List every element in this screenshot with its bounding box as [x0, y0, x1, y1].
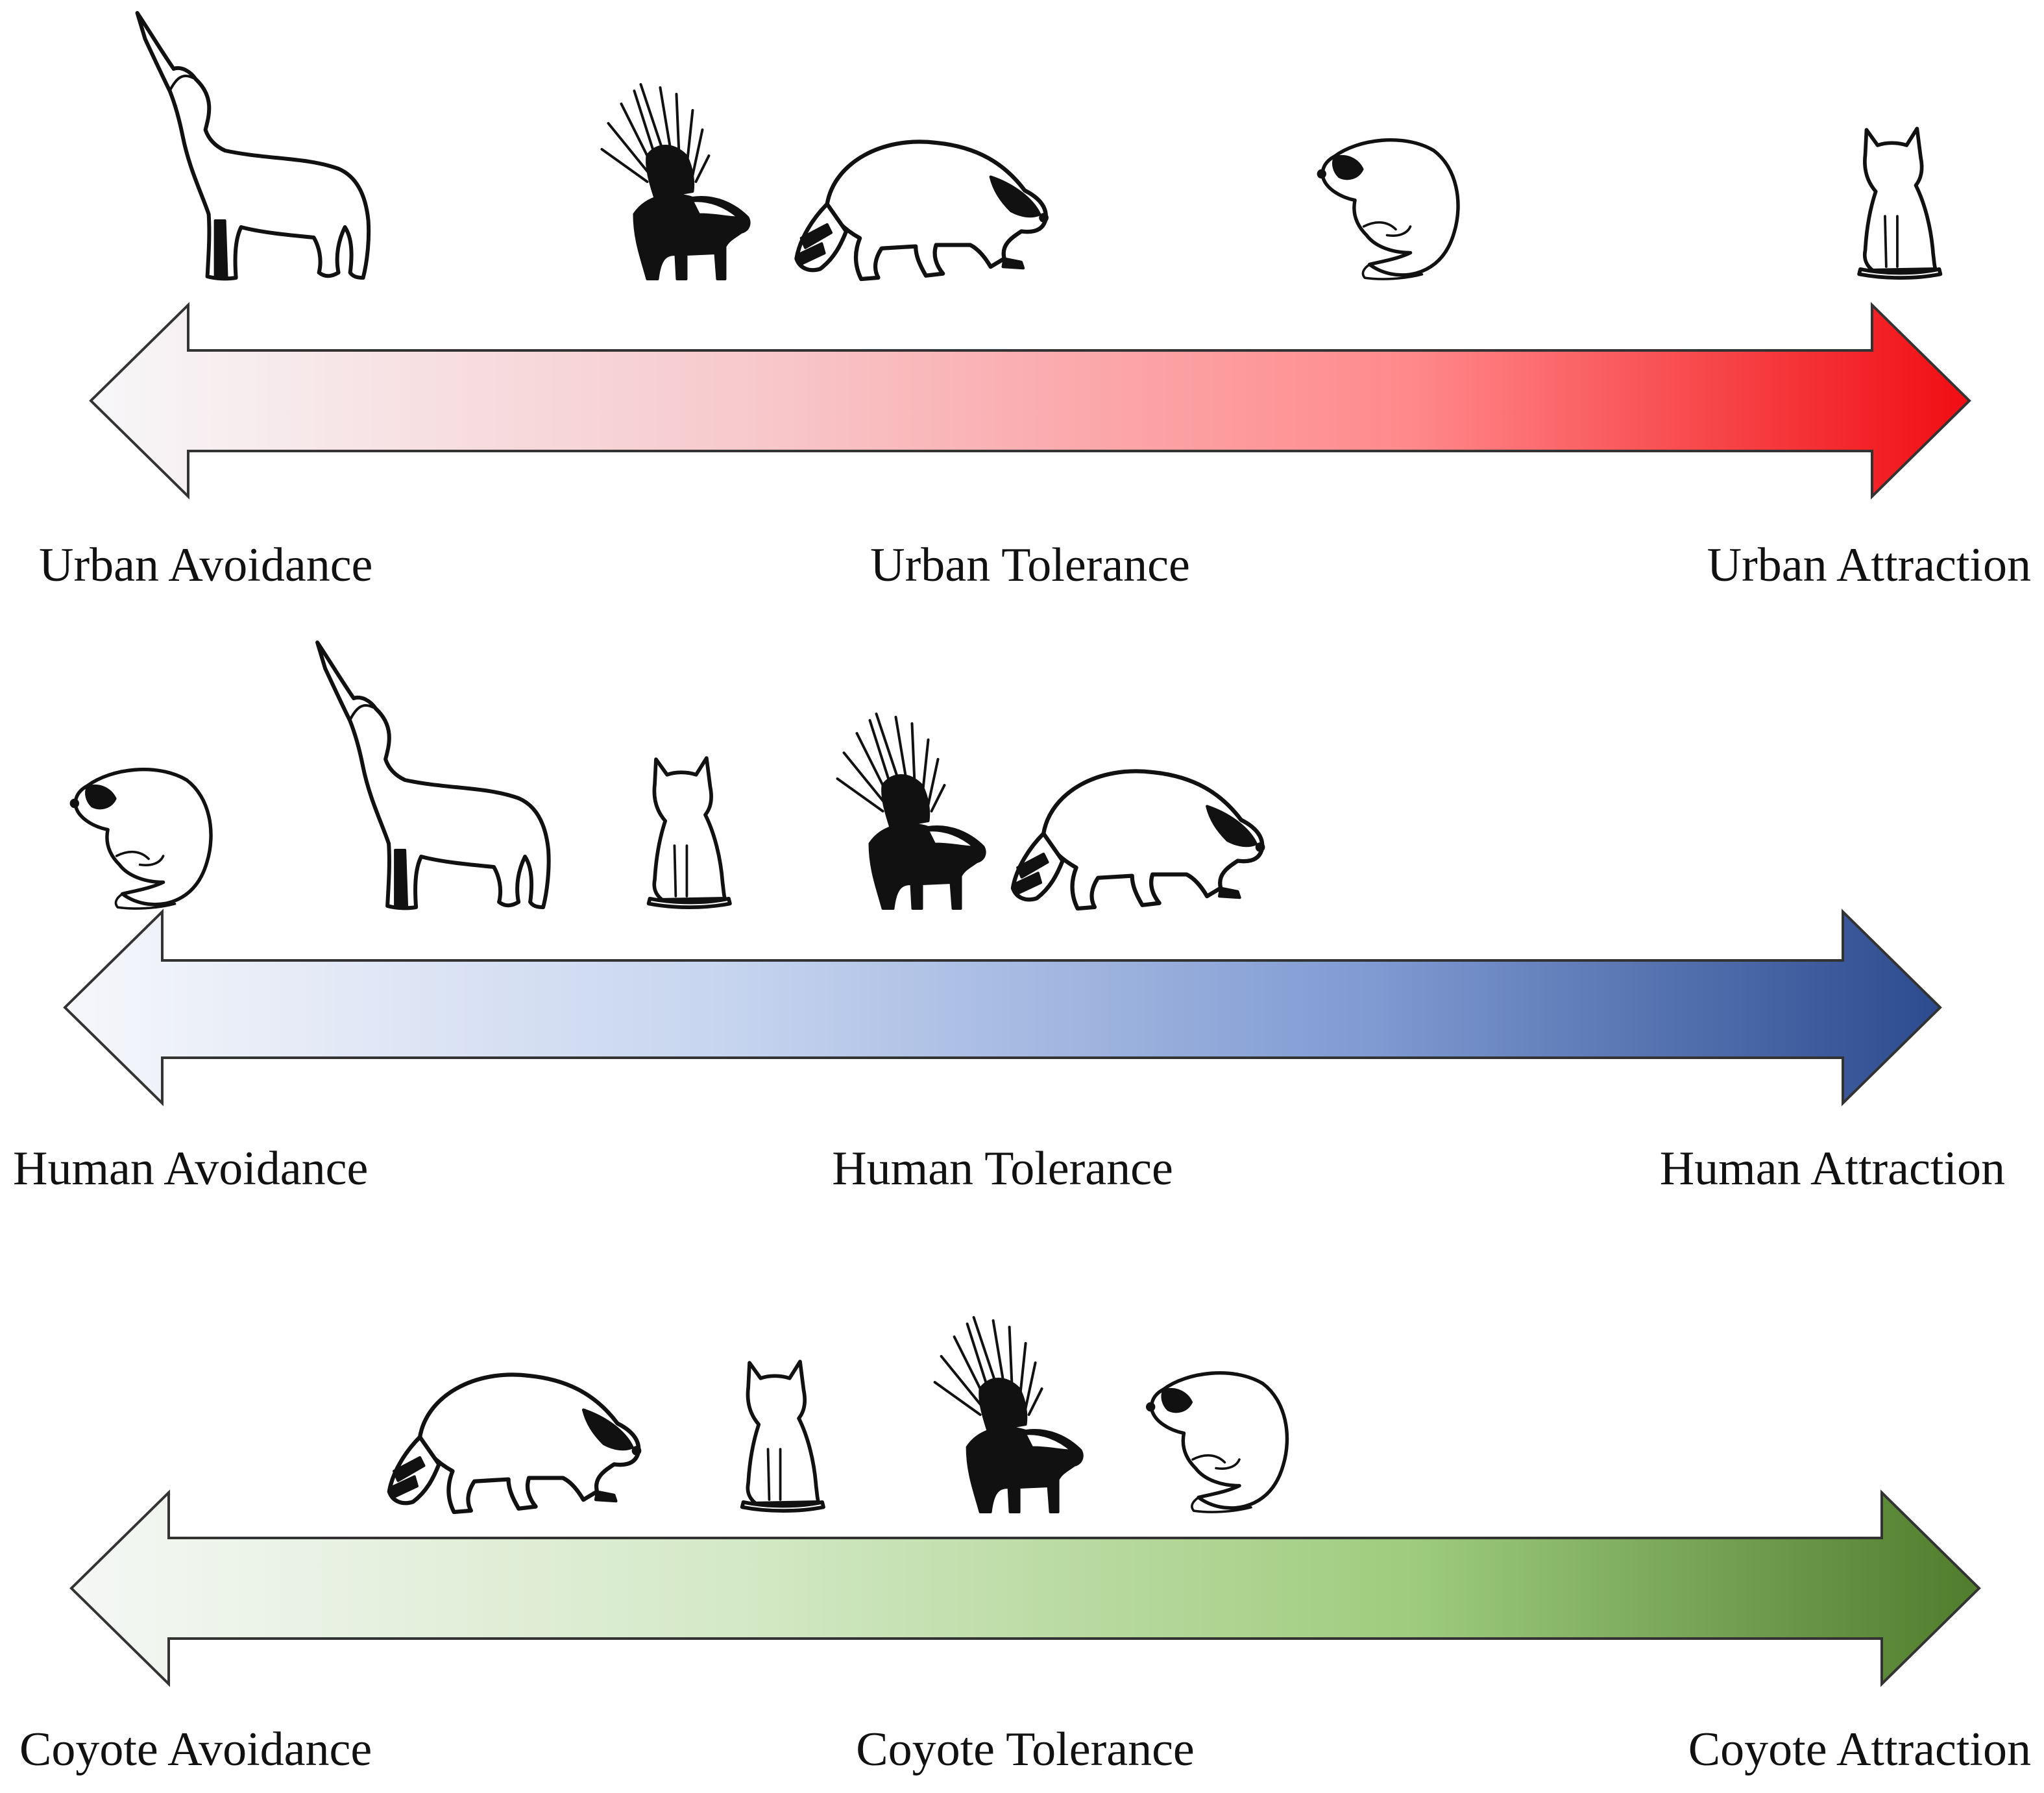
coyote-scale: Coyote Avoidance Coyote Tolerance Coyote A… — [19, 1316, 2031, 1776]
urban-label-right: Urban Attraction — [1707, 539, 2031, 592]
urban-gradient-arrow — [89, 302, 1971, 500]
coyote-gradient-arrow — [69, 1489, 1981, 1687]
coyote-label-left: Coyote Avoidance — [19, 1723, 372, 1776]
human-label-left: Human Avoidance — [13, 1142, 368, 1195]
raccoon-icon — [796, 141, 1049, 279]
urban-label-center: Urban Tolerance — [870, 539, 1190, 592]
human-gradient-arrow — [63, 909, 1942, 1106]
human-label-right: Human Attraction — [1660, 1142, 2005, 1195]
cat-icon — [742, 1361, 823, 1511]
human-label-center: Human Tolerance — [832, 1142, 1173, 1195]
coyote-label-right: Coyote Attraction — [1688, 1723, 2031, 1776]
raccoon-icon — [389, 1374, 642, 1512]
scales: Urban Avoidance Urban Tolerance Urban Attr… — [13, 13, 2031, 1776]
skunk-icon — [600, 83, 751, 280]
opossum-icon — [1146, 1373, 1287, 1512]
skunk-icon — [836, 713, 986, 910]
opossum-icon — [70, 770, 211, 909]
urban-scale: Urban Avoidance Urban Tolerance Urban Attr… — [39, 13, 2031, 592]
opossum-icon — [1317, 140, 1458, 279]
cat-icon — [649, 758, 730, 907]
coyote-icon — [317, 642, 549, 908]
cat-icon — [1859, 128, 1940, 278]
urban-label-left: Urban Avoidance — [39, 539, 372, 592]
coyote-label-center: Coyote Tolerance — [856, 1723, 1195, 1776]
coyote-icon — [138, 13, 369, 278]
human-scale: Human Avoidance Human Tolerance Human Attr… — [13, 642, 2005, 1195]
raccoon-icon — [1013, 771, 1265, 909]
skunk-icon — [933, 1316, 1084, 1513]
